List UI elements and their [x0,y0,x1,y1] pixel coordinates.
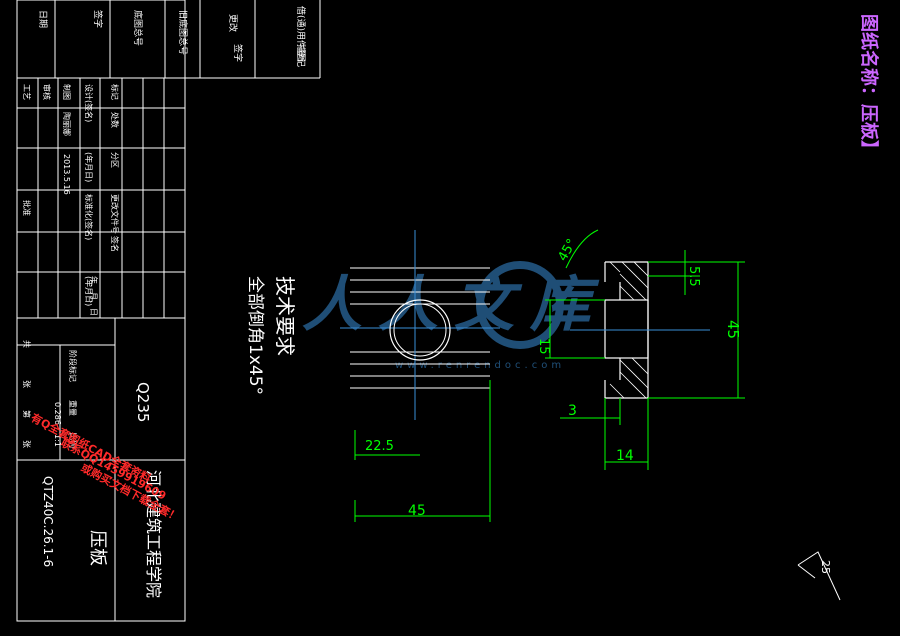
side-view: 5.5 45 14 3 15 45° [536,229,745,470]
title-block-main-fields: Q235 河北建筑工程学院 压板 QTZ40C.26.1-6 [41,382,163,598]
label-old-base-drawing-no: 旧底图总号 [177,10,189,55]
title-block-row-headers: 工艺 审核 制图 设计(签名) (年月日) 标准化(签名) (年月日) 批准 [22,84,94,306]
weight-value: 0.286 [53,402,62,425]
dim-chamfer: 45° [555,237,580,264]
header-mark: 标记 [110,84,120,100]
designer-name: 陶丽娜 [62,112,72,136]
header-sign: 签名 [110,236,120,252]
dim-hole-half: 22.5 [365,439,394,454]
material-value: Q235 [134,382,152,422]
dim-side-step: 3 [568,403,577,419]
label-scale: 比例 [68,432,78,448]
sheet-total: 共 [22,340,31,348]
dim-side-width: 14 [616,448,634,464]
dim-side-top: 5.5 [686,266,701,287]
header-zone: 分区 [110,152,119,168]
row-standardization: 标准化(签名) [84,194,94,240]
header-count: 处数 [110,112,120,128]
row-process: 工艺 [22,84,31,100]
dim-side-mid: 15 [536,338,551,355]
label-signature-2: 签字 [232,44,244,62]
label-change: 更改 [227,14,239,32]
row-date-2: (年月日) [84,276,94,306]
row-date-1: (年月日) [84,152,94,182]
label-borrowed-parts: 借(通)用件登记 [295,6,307,67]
drawing-code: QTZ40C.26.1-6 [41,476,55,567]
title-block-top-labels: 日期 签字 底图总号 旧底图总号 更改 签字 借(通)用件登记 描图 [37,6,307,67]
watermark: 人人文库 www.renrendoc.com [302,261,590,371]
school-name: 河北建筑工程学院 [144,470,163,598]
title-block [16,0,321,622]
row-drawing: 制图 [62,84,72,100]
dim-side-height: 45 [724,320,742,339]
tech-req-body: 全部倒角1x45° [245,276,265,395]
roughness-symbol: 25 [797,551,841,601]
title-block-right-labels: 阶段标记 重量 比例 0.286 1:1 共 张 第 张 [22,340,78,448]
label-weight: 重量 [68,400,78,416]
row-approve: 批准 [22,200,32,216]
row-review: 审核 [42,84,52,100]
design-date: 2013.5.16 [62,154,71,195]
label-base-drawing-no: 底图总号 [132,10,144,46]
dim-front-width: 45 [408,503,426,519]
label-date: 日期 [37,10,48,28]
sheet-unit-2: 张 [22,440,31,448]
sheet-unit-1: 张 [22,380,31,388]
title-block-values: 陶丽娜 2013.5.16 [62,112,72,195]
front-view: 22.5 45 [340,230,500,522]
label-signature: 签字 [92,10,104,28]
roughness-value: 25 [819,560,832,574]
drawing-title-vertical: 图纸名称：压板】 [858,14,880,158]
watermark-url: www.renrendoc.com [395,360,565,371]
label-tracing: 描图 [295,44,307,62]
sheet-no: 第 [22,410,32,418]
technical-requirements: 技术要求 全部倒角1x45° [245,276,297,395]
tech-req-title: 技术要求 [273,276,297,356]
row-design: 设计(签名) [84,84,94,122]
scale-value: 1:1 [53,434,62,447]
label-stage-mark: 阶段标记 [68,350,78,382]
part-name: 压板 [87,530,108,566]
revision-table-headers: 标记 处数 分区 更改文件号 签名 年、月、日 [89,84,120,316]
header-date: 年、月、日 [89,276,99,316]
promo-line-2: 联系QQ1459919609 [59,435,169,502]
header-change-doc: 更改文件号 [110,194,120,234]
